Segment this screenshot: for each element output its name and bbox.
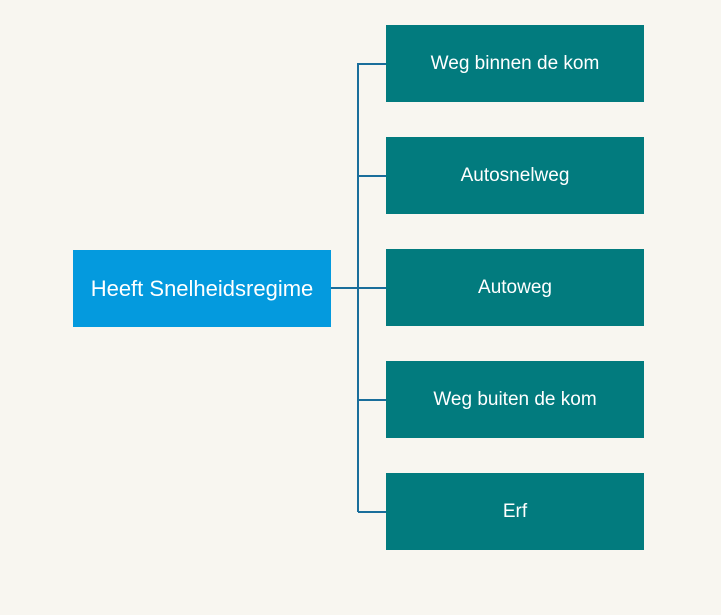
child-node-weg-binnen-de-kom: Weg binnen de kom bbox=[386, 25, 644, 102]
child-node-autosnelweg: Autosnelweg bbox=[386, 137, 644, 214]
child-node-label: Erf bbox=[502, 500, 528, 522]
child-node-label: Autosnelweg bbox=[460, 164, 570, 186]
child-node-autoweg: Autoweg bbox=[386, 249, 644, 326]
child-node-weg-buiten-de-kom: Weg buiten de kom bbox=[386, 361, 644, 438]
child-node-label: Autoweg bbox=[478, 276, 552, 298]
child-node-erf: Erf bbox=[386, 473, 644, 550]
child-node-label: Weg buiten de kom bbox=[433, 388, 597, 410]
root-node: Heeft Snelheidsregime bbox=[73, 250, 331, 327]
child-node-label: Weg binnen de kom bbox=[430, 52, 600, 74]
root-node-label: Heeft Snelheidsregime bbox=[90, 275, 314, 301]
